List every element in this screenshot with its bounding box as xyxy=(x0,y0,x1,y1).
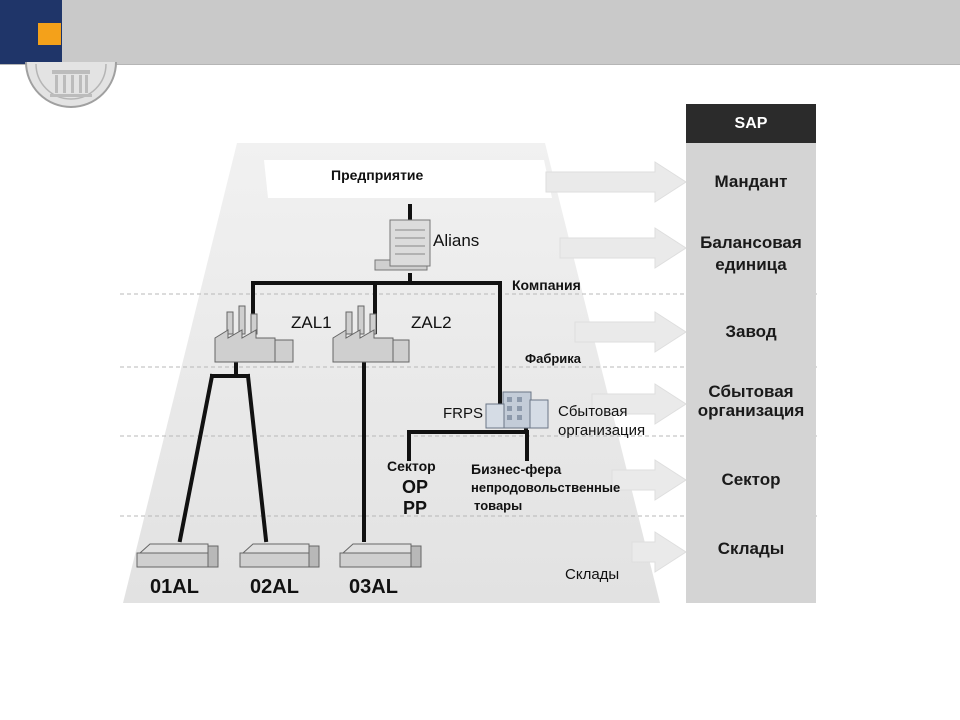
level-balance-unit-line2: единица xyxy=(715,255,787,274)
warehouse-03al-icon xyxy=(339,543,422,568)
level-mandant: Мандант xyxy=(714,172,788,191)
sales-node-label: FRPS xyxy=(443,405,484,422)
company-server-icon xyxy=(374,219,431,271)
enterprise-label: Предприятие xyxy=(331,167,424,183)
plant-zal2-label: ZAL2 xyxy=(411,313,452,332)
sales-org-line1: Сбытовая xyxy=(558,403,628,420)
sap-header-box xyxy=(686,104,816,143)
factory-zal1-icon xyxy=(214,305,294,363)
logo-orange-square xyxy=(38,23,61,45)
business-sphere-line2: непродовольственные xyxy=(471,480,621,495)
company-level-label: Компания xyxy=(512,277,581,293)
warehouse-02al-icon xyxy=(239,543,320,568)
level-warehouses: Склады xyxy=(717,539,785,558)
sector-title: Сектор xyxy=(387,458,436,474)
sector-pp: PP xyxy=(403,498,428,518)
warehouse-03al-label: 03AL xyxy=(349,576,398,598)
factory-zal2-icon xyxy=(332,305,410,363)
level-arrows xyxy=(545,161,687,573)
company-node-label: Alians xyxy=(433,231,480,250)
warehouse-02al-label: 02AL xyxy=(250,576,299,598)
level-sales-org-line2: организация xyxy=(697,401,805,420)
warehouses-level-label: Склады xyxy=(565,566,620,583)
sap-header-label: SAP xyxy=(734,115,768,132)
level-plant: Завод xyxy=(725,322,777,341)
sales-org-line2: организация xyxy=(558,422,646,439)
level-sector: Сектор xyxy=(721,470,781,489)
levels-column xyxy=(686,143,816,603)
enterprise-box xyxy=(264,160,552,198)
business-sphere-line3: товары xyxy=(474,498,523,513)
sales-building-icon xyxy=(485,391,549,429)
sector-op: OP xyxy=(402,477,429,497)
university-crest-icon xyxy=(25,61,117,108)
level-balance-unit-line1: Балансовая xyxy=(700,233,802,252)
header-bar xyxy=(0,0,960,65)
business-sphere-line1: Бизнес-фера xyxy=(471,461,562,477)
level-sales-org-line1: Сбытовая xyxy=(708,382,794,401)
connector-lines xyxy=(177,204,529,543)
factory-level-label: Фабрика xyxy=(525,351,582,366)
warehouse-01al-icon xyxy=(136,543,219,568)
plant-zal1-label: ZAL1 xyxy=(291,313,332,332)
pyramid-background xyxy=(123,143,660,603)
warehouse-01al-label: 01AL xyxy=(150,576,199,598)
